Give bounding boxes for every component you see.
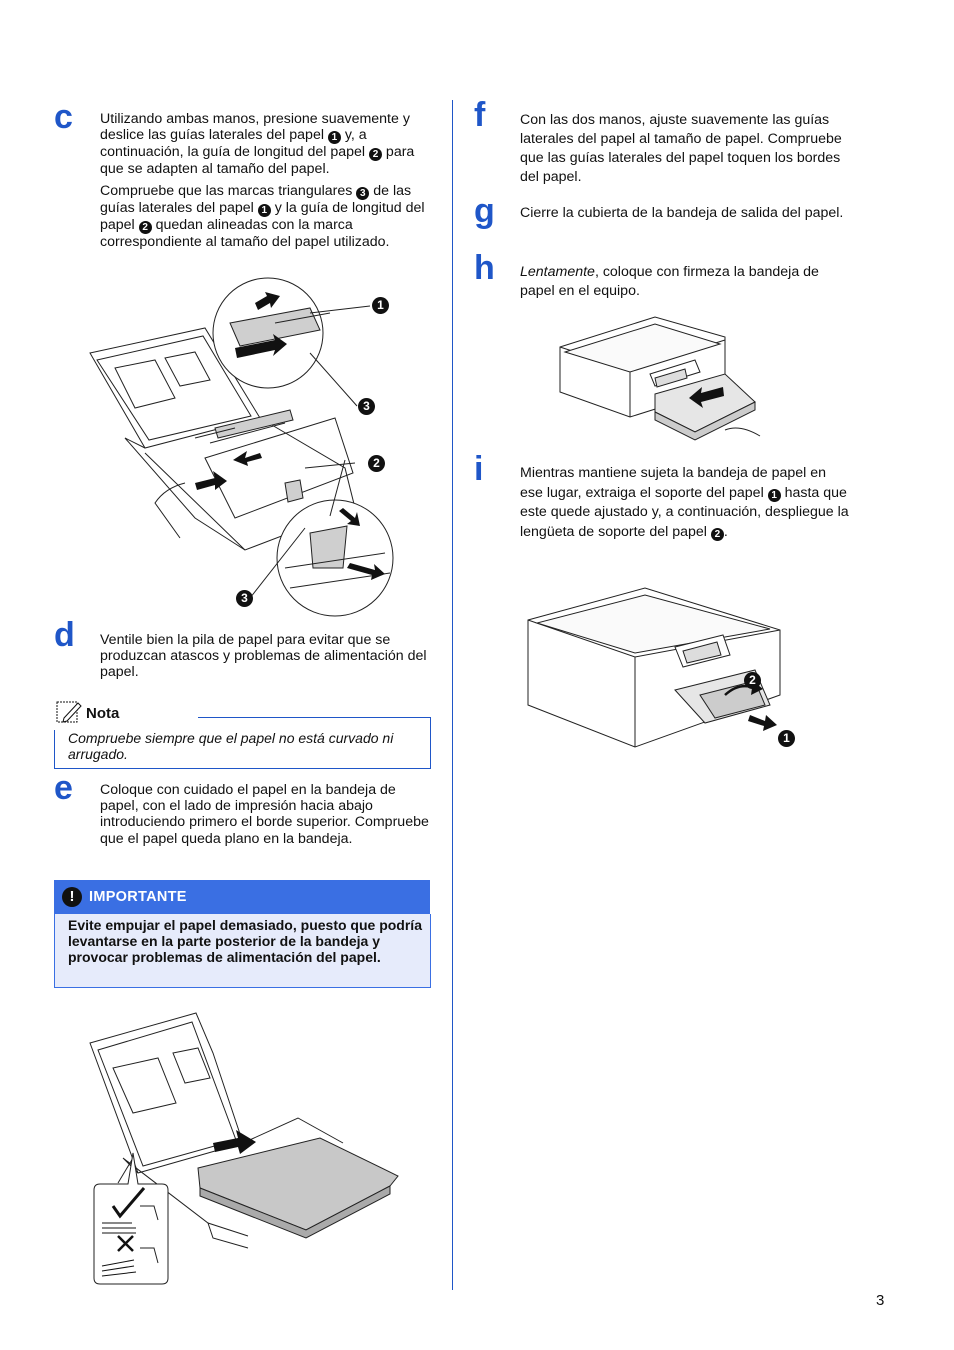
- step-c-paragraph-2: Compruebe que las marcas triangulares 3 …: [100, 183, 425, 251]
- callout-marker: 2: [138, 221, 152, 235]
- note-text: Compruebe siempre que el papel no está c…: [68, 730, 394, 762]
- step-i-text: Mientras mantiene sujeta la bandeja de p…: [520, 465, 849, 541]
- note-border: [198, 717, 430, 718]
- callout-marker: 2: [710, 527, 724, 541]
- step-letter-d: d: [54, 616, 75, 654]
- important-title: IMPORTANTE: [89, 889, 187, 905]
- warning-icon: !: [62, 887, 82, 907]
- insert-tray-illustration: [559, 316, 761, 441]
- callout-marker: 1: [327, 131, 341, 145]
- callout-marker: 2: [368, 148, 382, 162]
- important-box: [54, 914, 431, 988]
- column-divider: [452, 100, 453, 1290]
- note-pencil-icon: [56, 701, 82, 723]
- callout-marker: 1: [767, 488, 781, 502]
- step-letter-e: e: [54, 769, 73, 807]
- step-letter-f: f: [474, 96, 486, 134]
- paper-tray-guides-illustration: [89, 277, 394, 617]
- step-h-text: Lentamente, coloque con firmeza la bande…: [520, 264, 819, 299]
- figure-callout-3: 3: [236, 590, 253, 607]
- figure-callout-2: 2: [744, 672, 761, 689]
- step-letter-h: h: [474, 249, 495, 287]
- step-letter-i: i: [474, 450, 484, 488]
- note-border: [54, 730, 55, 768]
- note-title: Nota: [86, 705, 120, 722]
- figure-callout-1: 1: [778, 730, 795, 747]
- step-letter-c: c: [54, 98, 73, 136]
- callout-marker: 3: [356, 187, 370, 201]
- step-g-text: Cierre la cubierta de la bandeja de sali…: [520, 205, 844, 221]
- callout-marker: 1: [257, 204, 271, 218]
- step-letter-g: g: [474, 192, 495, 230]
- step-c-paragraph-1: Utilizando ambas manos, presione suaveme…: [100, 111, 415, 178]
- step-d-text: Ventile bien la pila de papel para evita…: [100, 632, 427, 681]
- figure-callout-3: 3: [358, 398, 375, 415]
- step-e-text: Coloque con cuidado el papel en la bande…: [100, 782, 429, 847]
- important-header: [54, 880, 430, 914]
- paper-in-tray-illustration: [89, 1012, 399, 1285]
- important-text: Evite empujar el papel demasiado, puesto…: [68, 917, 422, 965]
- page-number: 3: [876, 1292, 885, 1309]
- figure-callout-2: 2: [368, 455, 385, 472]
- step-f-text: Con las dos manos, ajuste suavemente las…: [520, 112, 842, 185]
- note-box: [54, 717, 431, 769]
- step-c-text: Utilizando ambas manos, presione suaveme…: [100, 111, 432, 257]
- paper-support-illustration: [527, 587, 781, 748]
- figure-callout-1: 1: [372, 297, 389, 314]
